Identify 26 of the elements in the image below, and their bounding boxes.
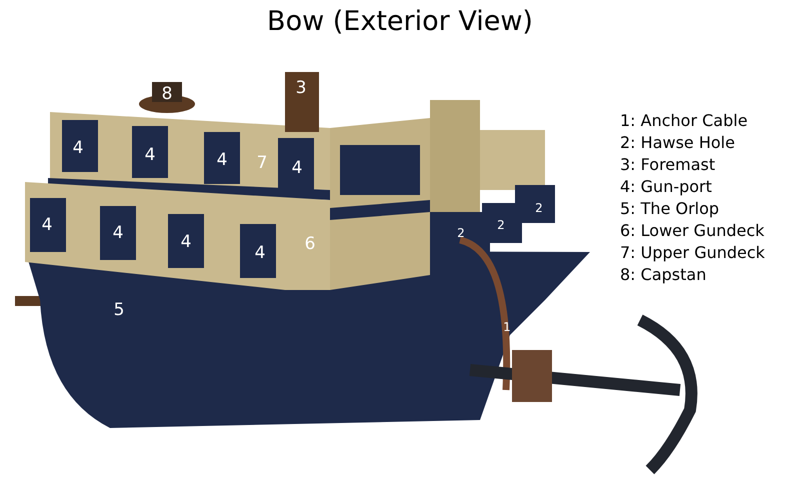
callout-number: 4 — [112, 224, 124, 242]
key-entry: 3: Foremast — [620, 156, 716, 174]
callout-number: 4 — [216, 151, 228, 169]
callout-number: 2 — [535, 200, 543, 217]
callout-number: 5 — [114, 301, 124, 319]
title: Bow (Exterior View) — [266, 6, 534, 37]
key-entry: 8: Capstan — [620, 266, 706, 284]
callout-number: 4 — [254, 244, 266, 262]
callout-number: 4 — [292, 159, 302, 177]
key-entry: 6: Lower Gundeck — [620, 222, 764, 240]
callout-number: 6 — [304, 235, 316, 253]
key-entry: 5: The Orlop — [620, 200, 720, 218]
callout-number: 2 — [457, 225, 465, 242]
callout-number: 4 — [72, 139, 84, 157]
callout-number: 8 — [162, 85, 172, 103]
callout-number: 4 — [42, 216, 52, 234]
key-entry: 4: Gun-port — [620, 178, 712, 196]
key-entry: 2: Hawse Hole — [620, 134, 735, 152]
callout-number: 7 — [256, 154, 268, 172]
key-entry: 1: Anchor Cable — [620, 112, 748, 130]
callout-number: 1 — [503, 319, 511, 336]
key-entry: 7: Upper Gundeck — [620, 244, 765, 262]
callout-number: 2 — [497, 217, 505, 234]
callout-number: 4 — [180, 233, 192, 251]
callout-number: 4 — [144, 146, 156, 164]
callout-number: 3 — [296, 79, 306, 97]
